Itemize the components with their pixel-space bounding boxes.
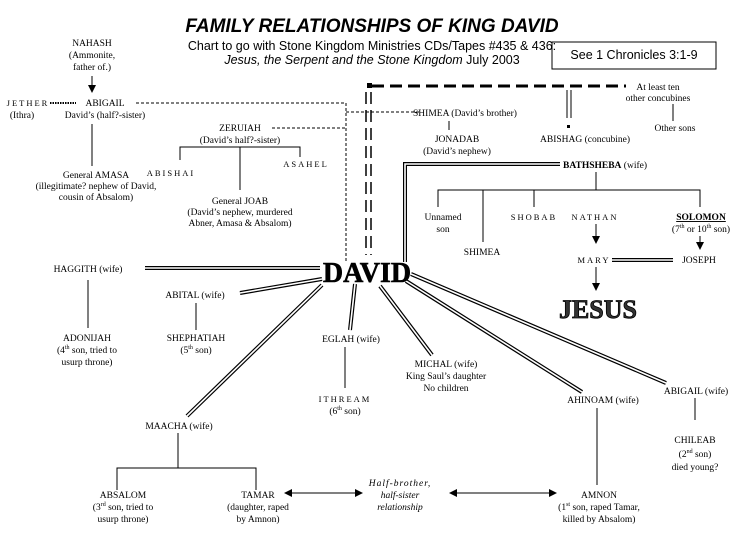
svg-text:(daughter, raped: (daughter, raped	[227, 502, 289, 513]
person-nahash: NAHASH (Ammonite, father of.)	[69, 39, 115, 73]
chart-title: FAMILY RELATIONSHIPS OF KING DAVID	[185, 16, 559, 37]
svg-text:ABIGAIL: ABIGAIL	[85, 99, 124, 109]
person-tamar: TAMAR (daughter, raped by Amnon)	[227, 491, 289, 525]
person-adonijah: ADONIJAH (4th son, tried to usurp throne…	[57, 334, 117, 368]
person-abishag: ABISHAG (concubine)	[540, 134, 630, 145]
svg-text:King Saul’s daughter: King Saul’s daughter	[406, 372, 487, 382]
svg-text:JONADAB: JONADAB	[435, 135, 479, 145]
chart-subtitle-2: Jesus, the Serpent and the Stone Kingdom…	[223, 53, 519, 67]
person-amasa: General AMASA (illegitimate? nephew of D…	[36, 171, 157, 203]
half-sibling-note: Half-brother, half-sister relationship	[368, 478, 432, 513]
person-maacha: MAACHA (wife)	[145, 421, 212, 432]
svg-text:(3rd son, tried to: (3rd son, tried to	[93, 502, 154, 513]
person-jether: JETHER (Ithra)	[7, 98, 50, 121]
svg-text:TAMAR: TAMAR	[241, 491, 275, 501]
svg-text:died young?: died young?	[672, 463, 719, 473]
person-abishai: ABISHAI	[147, 168, 195, 178]
person-jonadab: JONADAB (David’s nephew)	[423, 135, 491, 157]
svg-text:relationship: relationship	[377, 503, 423, 513]
svg-text:(Ithra): (Ithra)	[10, 110, 34, 121]
person-asahel: ASAHEL	[283, 159, 329, 169]
person-solomon: SOLOMON (7th or 10th son)	[672, 213, 730, 235]
person-eglah: EGLAH (wife)	[322, 334, 380, 345]
svg-text:father of.): father of.)	[73, 62, 111, 73]
svg-text:usurp throne): usurp throne)	[62, 357, 113, 368]
concubines-note: At least ten other concubines	[626, 83, 691, 104]
connector-lines	[50, 76, 704, 497]
svg-text:(David’s nephew): (David’s nephew)	[423, 146, 491, 157]
person-joab: General JOAB (David’s nephew, murdered A…	[187, 197, 292, 229]
svg-text:ZERUIAH: ZERUIAH	[219, 124, 261, 134]
svg-text:ITHREAM: ITHREAM	[319, 394, 372, 404]
abigail-david-dashed	[136, 102, 347, 262]
reference-text: See 1 Chronicles 3:1-9	[570, 48, 697, 62]
svg-text:General AMASA: General AMASA	[63, 171, 129, 181]
person-mary: MARY	[577, 255, 610, 265]
svg-text:SHEPHATIAH: SHEPHATIAH	[167, 334, 226, 344]
person-joseph: JOSEPH	[682, 256, 716, 266]
person-amnon: AMNON (1st son, raped Tamar, killed by A…	[558, 491, 640, 525]
svg-text:(David’s half?-sister): (David’s half?-sister)	[200, 135, 280, 146]
person-abital: ABITAL (wife)	[165, 290, 224, 301]
person-michal: MICHAL (wife) King Saul’s daughter No ch…	[406, 359, 487, 394]
svg-text:Half-brother,: Half-brother,	[368, 478, 432, 489]
svg-text:Abner, Amasa & Absalom): Abner, Amasa & Absalom)	[188, 218, 291, 229]
svg-text:(David’s nephew, murdered: (David’s nephew, murdered	[187, 207, 292, 218]
svg-text:(illegitimate? nephew of David: (illegitimate? nephew of David,	[36, 181, 157, 192]
svg-text:half-sister: half-sister	[381, 490, 420, 501]
person-shimea-brother: SHIMEA (David’s brother)	[413, 108, 517, 119]
svg-text:David’s (half?-sister): David’s (half?-sister)	[65, 110, 145, 121]
svg-text:by Amnon): by Amnon)	[236, 514, 279, 525]
svg-text:(6th son): (6th son)	[329, 406, 360, 417]
person-shephatiah: SHEPHATIAH (5th son)	[167, 334, 226, 356]
person-haggith: HAGGITH (wife)	[54, 264, 123, 275]
other-sons: Other sons	[655, 124, 696, 134]
svg-text:NAHASH: NAHASH	[72, 39, 112, 49]
person-abigail-sister: ABIGAIL David’s (half?-sister)	[65, 99, 145, 121]
person-jesus: JESUS	[559, 295, 637, 324]
person-david: DAVID	[323, 258, 411, 289]
person-bathsheba: BATHSHEBA (wife)	[563, 160, 647, 171]
svg-text:(7th or 10th son): (7th or 10th son)	[672, 224, 730, 235]
person-ithream: ITHREAM (6th son)	[319, 394, 372, 417]
svg-text:(4th son, tried to: (4th son, tried to	[57, 345, 117, 356]
svg-text:ADONIJAH: ADONIJAH	[63, 334, 111, 344]
chart-subtitle: Chart to go with Stone Kingdom Ministrie…	[188, 39, 556, 53]
svg-text:SOLOMON: SOLOMON	[676, 213, 726, 223]
svg-text:General JOAB: General JOAB	[212, 197, 268, 207]
svg-text:killed by Absalom): killed by Absalom)	[563, 514, 636, 525]
svg-text:cousin of Absalom): cousin of Absalom)	[59, 192, 133, 203]
person-nathan: NATHAN	[572, 212, 619, 222]
double-lines	[145, 162, 673, 418]
svg-text:(1st son, raped Tamar,: (1st son, raped Tamar,	[558, 502, 640, 513]
person-shobab: SHOBAB	[511, 212, 557, 222]
person-shimea-son: SHIMEA	[464, 248, 501, 258]
svg-text:(Ammonite,: (Ammonite,	[69, 50, 115, 61]
person-chileab: CHILEAB (2nd son) died young?	[672, 436, 719, 473]
svg-text:At least ten: At least ten	[636, 83, 680, 93]
person-absalom: ABSALOM (3rd son, tried to usurp throne)	[93, 491, 154, 525]
svg-text:JETHER: JETHER	[7, 98, 50, 108]
svg-text:Unnamed: Unnamed	[425, 213, 462, 223]
person-abigail-wife: ABIGAIL (wife)	[664, 386, 728, 397]
svg-text:No children: No children	[423, 384, 468, 394]
person-unnamed-son: Unnamed son	[425, 213, 462, 235]
svg-text:AMNON: AMNON	[581, 491, 617, 501]
svg-text:ABSALOM: ABSALOM	[100, 491, 147, 501]
svg-text:son: son	[436, 225, 449, 235]
svg-text:usurp throne): usurp throne)	[98, 514, 149, 525]
svg-text:CHILEAB: CHILEAB	[674, 436, 715, 446]
svg-text:(2nd son): (2nd son)	[679, 449, 712, 460]
svg-text:MICHAL (wife): MICHAL (wife)	[415, 359, 478, 370]
person-ahinoam: AHINOAM (wife)	[567, 395, 639, 406]
person-zeruiah: ZERUIAH (David’s half?-sister)	[200, 124, 280, 146]
svg-text:(5th son): (5th son)	[180, 345, 211, 356]
svg-text:other concubines: other concubines	[626, 94, 691, 104]
reference-box	[551, 41, 717, 70]
